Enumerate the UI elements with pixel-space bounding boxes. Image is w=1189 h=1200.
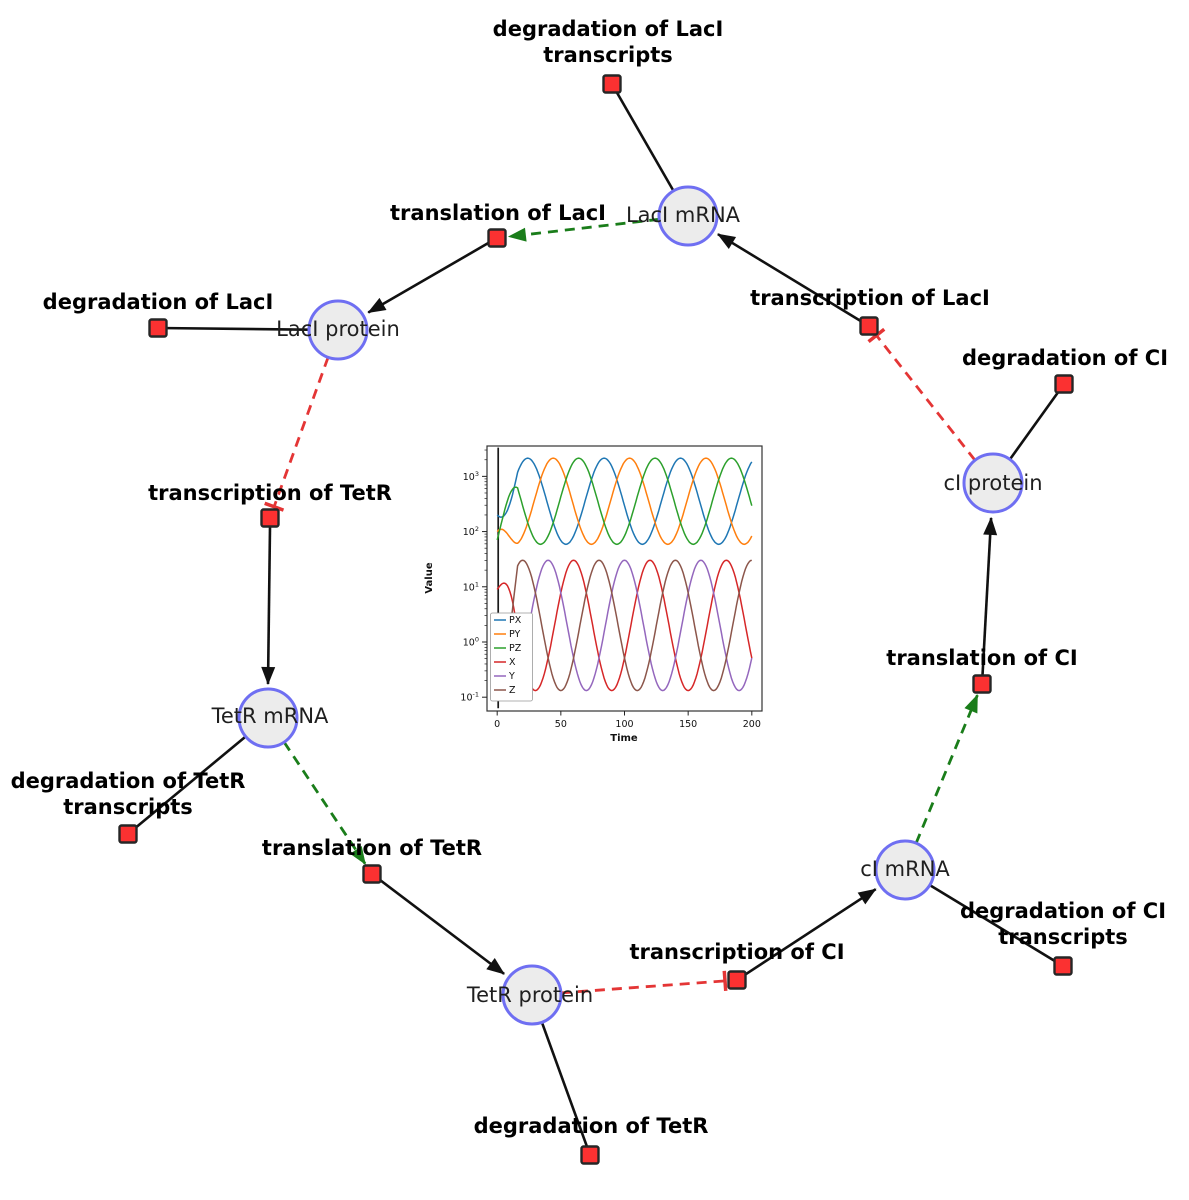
modifier-edge-laci-mrna-to-translation-of-laci bbox=[507, 217, 660, 242]
y-tick-label: 101 bbox=[463, 580, 479, 593]
reaction-node-translation-of-tetr[interactable] bbox=[362, 864, 382, 884]
reaction-label: transcription of LacI bbox=[750, 285, 990, 310]
x-tick-label: 0 bbox=[494, 719, 500, 730]
reaction-label: degradation of LacI transcripts bbox=[492, 16, 724, 67]
chart-series-PZ bbox=[496, 457, 753, 546]
edge-laci-protein-to-degradation-of-laci bbox=[157, 326, 310, 331]
edge-ci-mrna-to-degradation-of-ci-transcripts bbox=[929, 883, 1064, 968]
reaction-node-transcription-of-ci[interactable] bbox=[727, 970, 747, 990]
edge-transcription-of-laci-to-laci-mrna bbox=[717, 233, 863, 323]
reaction-node-degradation-of-ci-transcripts[interactable] bbox=[1053, 956, 1073, 976]
y-tick-label: 100 bbox=[463, 635, 479, 648]
species-node-ci-protein[interactable] bbox=[962, 452, 1024, 514]
chart-ylabel: Value bbox=[424, 562, 435, 593]
reaction-node-translation-of-ci[interactable] bbox=[972, 674, 992, 694]
reaction-label: degradation of CI bbox=[961, 345, 1169, 370]
y-tick-label: 103 bbox=[463, 470, 479, 483]
x-tick-label: 50 bbox=[555, 719, 567, 730]
reaction-node-degradation-of-ci[interactable] bbox=[1054, 374, 1074, 394]
inhibition-edge-tetr-protein-to-transcription-of-ci bbox=[560, 970, 728, 995]
species-label: cI mRNA bbox=[860, 856, 950, 881]
x-tick-label: 100 bbox=[615, 719, 633, 730]
chart-legend: PX PY PZ XYZ bbox=[490, 612, 533, 702]
x-tick-label: 150 bbox=[679, 719, 697, 730]
legend-label-PX: PX bbox=[509, 615, 522, 626]
species-node-ci-mrna[interactable] bbox=[874, 839, 936, 901]
edge-translation-of-tetr-to-tetr-protein bbox=[378, 878, 505, 975]
legend-label-PZ: PZ bbox=[509, 643, 522, 654]
species-label: TetR protein bbox=[466, 982, 594, 1007]
reaction-node-degradation-of-tetr-transcripts[interactable] bbox=[118, 824, 138, 844]
reaction-label: transcription of CI bbox=[629, 939, 845, 964]
reaction-node-transcription-of-laci[interactable] bbox=[859, 316, 879, 336]
chart-series-Z bbox=[496, 559, 752, 693]
legend-box bbox=[490, 612, 533, 702]
y-tick-label: 10-1 bbox=[460, 691, 479, 704]
chart-series-Y bbox=[496, 559, 753, 692]
reaction-label: translation of CI bbox=[886, 645, 1078, 670]
reaction-label: degradation of TetR transcripts bbox=[10, 768, 246, 819]
reaction-label: translation of TetR bbox=[261, 835, 483, 860]
reaction-label: degradation of TetR bbox=[473, 1113, 709, 1138]
species-node-laci-mrna[interactable] bbox=[657, 185, 719, 247]
y-tick-label: 102 bbox=[463, 525, 479, 538]
chart-series-PY bbox=[496, 457, 753, 546]
edge-transcription-of-ci-to-ci-mrna bbox=[743, 888, 877, 977]
species-node-tetr-mrna[interactable] bbox=[237, 687, 299, 749]
x-tick-label: 200 bbox=[743, 719, 761, 730]
reaction-label: translation of LacI bbox=[390, 200, 606, 225]
species-label: LacI protein bbox=[276, 316, 400, 341]
chart-series-PX bbox=[496, 457, 753, 546]
species-label: TetR mRNA bbox=[211, 703, 329, 728]
reaction-node-degradation-of-laci[interactable] bbox=[148, 318, 168, 338]
species-node-tetr-protein[interactable] bbox=[501, 964, 563, 1026]
legend-label-Z: Z bbox=[509, 685, 516, 696]
reaction-node-degradation-of-laci-transcripts[interactable] bbox=[602, 74, 622, 94]
inhibition-edge-ci-protein-to-transcription-of-laci bbox=[867, 327, 977, 462]
modifier-edge-tetr-mrna-to-translation-of-tetr bbox=[282, 741, 367, 865]
edge-tetr-mrna-to-degradation-of-tetr-transcripts bbox=[127, 735, 247, 836]
legend-label-PY: PY bbox=[509, 629, 521, 640]
species-label: cI protein bbox=[943, 470, 1043, 495]
edge-translation-of-laci-to-laci-protein bbox=[367, 241, 491, 314]
legend-label-Y: Y bbox=[508, 671, 515, 682]
reaction-node-degradation-of-tetr[interactable] bbox=[580, 1145, 600, 1165]
reaction-node-transcription-of-tetr[interactable] bbox=[260, 508, 280, 528]
modifier-edge-ci-mrna-to-translation-of-ci bbox=[914, 694, 979, 844]
species-node-laci-protein[interactable] bbox=[307, 299, 369, 361]
reaction-node-translation-of-laci[interactable] bbox=[487, 228, 507, 248]
edge-laci-mrna-to-degradation-of-laci-transcripts bbox=[610, 83, 675, 192]
inset-chart: 10-1 100 101 102 103 0 50 100 150 200 PX PY PZ XYZ Ti… bbox=[412, 436, 777, 756]
reaction-label: transcription of TetR bbox=[148, 480, 392, 505]
edge-translation-of-ci-to-ci-protein bbox=[981, 516, 998, 676]
species-label: LacI mRNA bbox=[625, 202, 741, 227]
chart-xlabel: Time bbox=[610, 733, 638, 744]
inhibition-edge-laci-protein-to-transcription-of-tetr bbox=[264, 356, 330, 512]
reaction-label: degradation of LacI bbox=[42, 289, 274, 314]
edge-ci-protein-to-degradation-of-ci bbox=[1008, 383, 1066, 461]
edge-tetr-protein-to-degradation-of-tetr bbox=[540, 1021, 592, 1156]
edge-transcription-of-tetr-to-tetr-mrna bbox=[261, 526, 276, 685]
reaction-label: degradation of CI transcripts bbox=[959, 898, 1167, 949]
legend-label-X: X bbox=[509, 657, 516, 668]
